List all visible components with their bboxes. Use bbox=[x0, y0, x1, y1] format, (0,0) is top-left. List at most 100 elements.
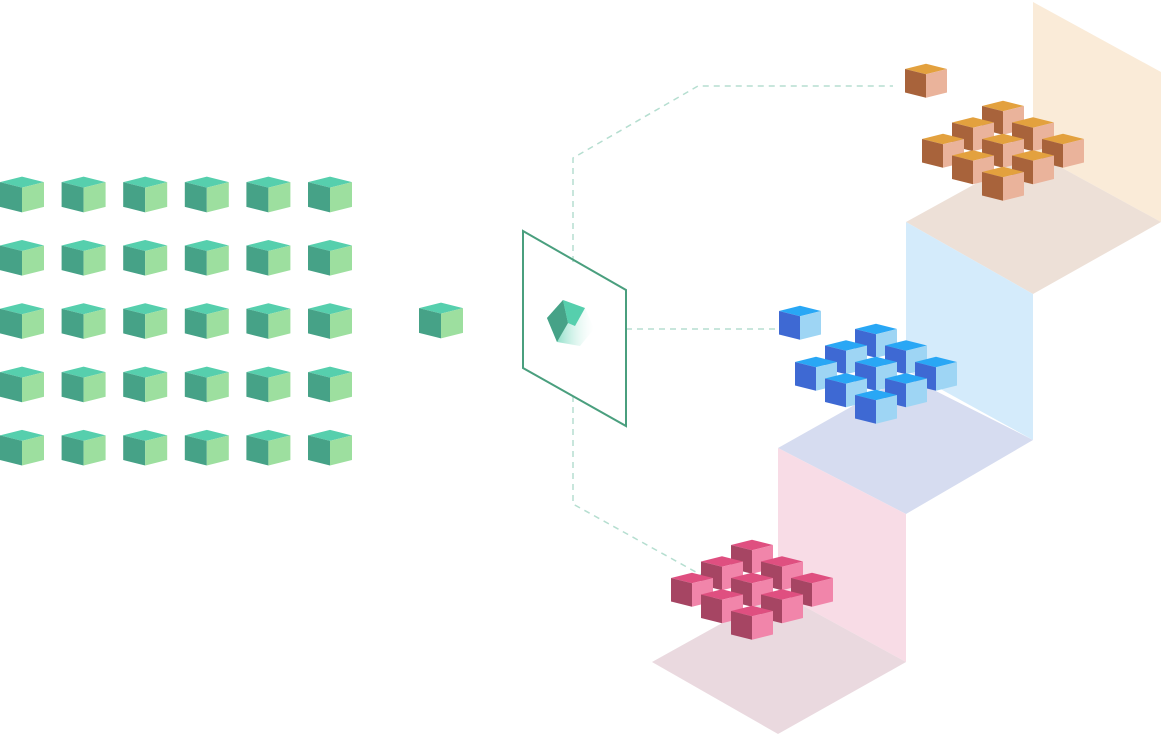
cube-left-face bbox=[308, 372, 330, 403]
input-cube bbox=[0, 366, 44, 403]
cube-right-face bbox=[206, 435, 229, 466]
input-cube bbox=[61, 366, 106, 403]
input-cube bbox=[308, 429, 352, 466]
cube-left-face bbox=[61, 182, 84, 213]
cube-right-face bbox=[268, 308, 291, 339]
input-cube bbox=[61, 429, 106, 466]
cube-right-face bbox=[83, 435, 106, 466]
connector-to-orange bbox=[572, 85, 893, 262]
cube-right-face bbox=[145, 308, 168, 339]
single-input-cube bbox=[419, 302, 463, 339]
cube-left-face bbox=[246, 308, 269, 339]
cube-right-face bbox=[206, 182, 229, 213]
input-cube bbox=[308, 176, 352, 213]
panel-pink-floor bbox=[652, 592, 906, 734]
cube-right-face bbox=[1063, 138, 1084, 168]
pink-cluster bbox=[671, 539, 833, 640]
cube-right-face bbox=[330, 182, 352, 213]
single-green-cube bbox=[419, 302, 463, 339]
panel-pink-back bbox=[778, 448, 906, 662]
input-cube bbox=[0, 176, 44, 213]
cube-left-face bbox=[308, 182, 330, 213]
cluster-cube bbox=[982, 166, 1024, 201]
input-cube bbox=[123, 303, 168, 339]
cube-right-face bbox=[268, 435, 291, 466]
cube-left-face bbox=[308, 435, 330, 466]
cube-left-face bbox=[123, 372, 146, 403]
input-cube bbox=[0, 303, 44, 339]
cube-right-face bbox=[330, 435, 352, 466]
cube-left-face bbox=[905, 68, 926, 98]
cube-right-face bbox=[800, 310, 821, 340]
cube-left-face bbox=[246, 182, 269, 213]
blue-cluster bbox=[795, 323, 957, 424]
cube-left-face bbox=[982, 171, 1003, 201]
connector-to-pink bbox=[572, 396, 704, 577]
cube-right-face bbox=[206, 372, 229, 403]
cluster-cube bbox=[952, 117, 994, 152]
input-cube bbox=[246, 176, 291, 213]
cluster-cube bbox=[731, 539, 773, 574]
cube-right-face bbox=[268, 182, 291, 213]
filter-frame bbox=[522, 229, 627, 428]
output-clusters bbox=[671, 100, 1084, 640]
panel-orange-floor bbox=[906, 152, 1161, 294]
cube-right-face bbox=[83, 308, 106, 339]
cube-right-face bbox=[83, 182, 106, 213]
cube-left-face bbox=[246, 245, 269, 276]
cube-left-face bbox=[123, 182, 146, 213]
input-cube bbox=[246, 239, 291, 276]
input-cube bbox=[184, 429, 229, 466]
cube-right-face bbox=[268, 372, 291, 403]
cube-right-face bbox=[22, 435, 44, 466]
cube-right-face bbox=[782, 594, 803, 624]
input-cube bbox=[184, 176, 229, 213]
cube-right-face bbox=[812, 577, 833, 607]
cube-right-face bbox=[268, 245, 291, 276]
cube-right-face bbox=[206, 308, 229, 339]
cube-left-face bbox=[123, 435, 146, 466]
input-cube bbox=[123, 239, 168, 276]
cluster-cube bbox=[731, 572, 773, 607]
cube-right-face bbox=[876, 394, 897, 424]
cube-left-face bbox=[308, 245, 330, 276]
cube-left-face bbox=[123, 308, 146, 339]
cube-right-face bbox=[22, 182, 44, 213]
cube-right-face bbox=[145, 182, 168, 213]
output-cubes bbox=[779, 63, 947, 340]
cube-right-face bbox=[936, 361, 957, 391]
panel-blue-floor bbox=[778, 376, 1033, 514]
cube-right-face bbox=[83, 372, 106, 403]
glow-cube-left bbox=[547, 300, 568, 342]
cube-left-face bbox=[246, 372, 269, 403]
cube-left-face bbox=[184, 372, 207, 403]
cube-right-face bbox=[330, 372, 352, 403]
cube-left-face bbox=[419, 308, 441, 339]
input-cube bbox=[308, 366, 352, 403]
input-cube bbox=[61, 303, 106, 339]
cube-left-face bbox=[184, 435, 207, 466]
cube-left-face bbox=[123, 245, 146, 276]
input-cube bbox=[0, 239, 44, 276]
cube-left-face bbox=[61, 245, 84, 276]
cube-left-face bbox=[922, 138, 943, 168]
cube-left-face bbox=[779, 310, 800, 340]
cube-left-face bbox=[246, 435, 269, 466]
input-cube bbox=[246, 366, 291, 403]
cube-left-face bbox=[0, 435, 22, 466]
input-cube bbox=[61, 239, 106, 276]
input-cube bbox=[0, 429, 44, 466]
cube-right-face bbox=[330, 245, 352, 276]
input-cube bbox=[61, 176, 106, 213]
input-cube bbox=[184, 239, 229, 276]
cube-left-face bbox=[701, 594, 722, 624]
cube-right-face bbox=[83, 245, 106, 276]
cube-left-face bbox=[0, 308, 22, 339]
input-cube bbox=[308, 239, 352, 276]
input-cube bbox=[184, 303, 229, 339]
connector-lines bbox=[572, 85, 893, 577]
cube-left-face bbox=[0, 182, 22, 213]
cube-right-face bbox=[145, 245, 168, 276]
input-cube-grid bbox=[0, 176, 352, 466]
